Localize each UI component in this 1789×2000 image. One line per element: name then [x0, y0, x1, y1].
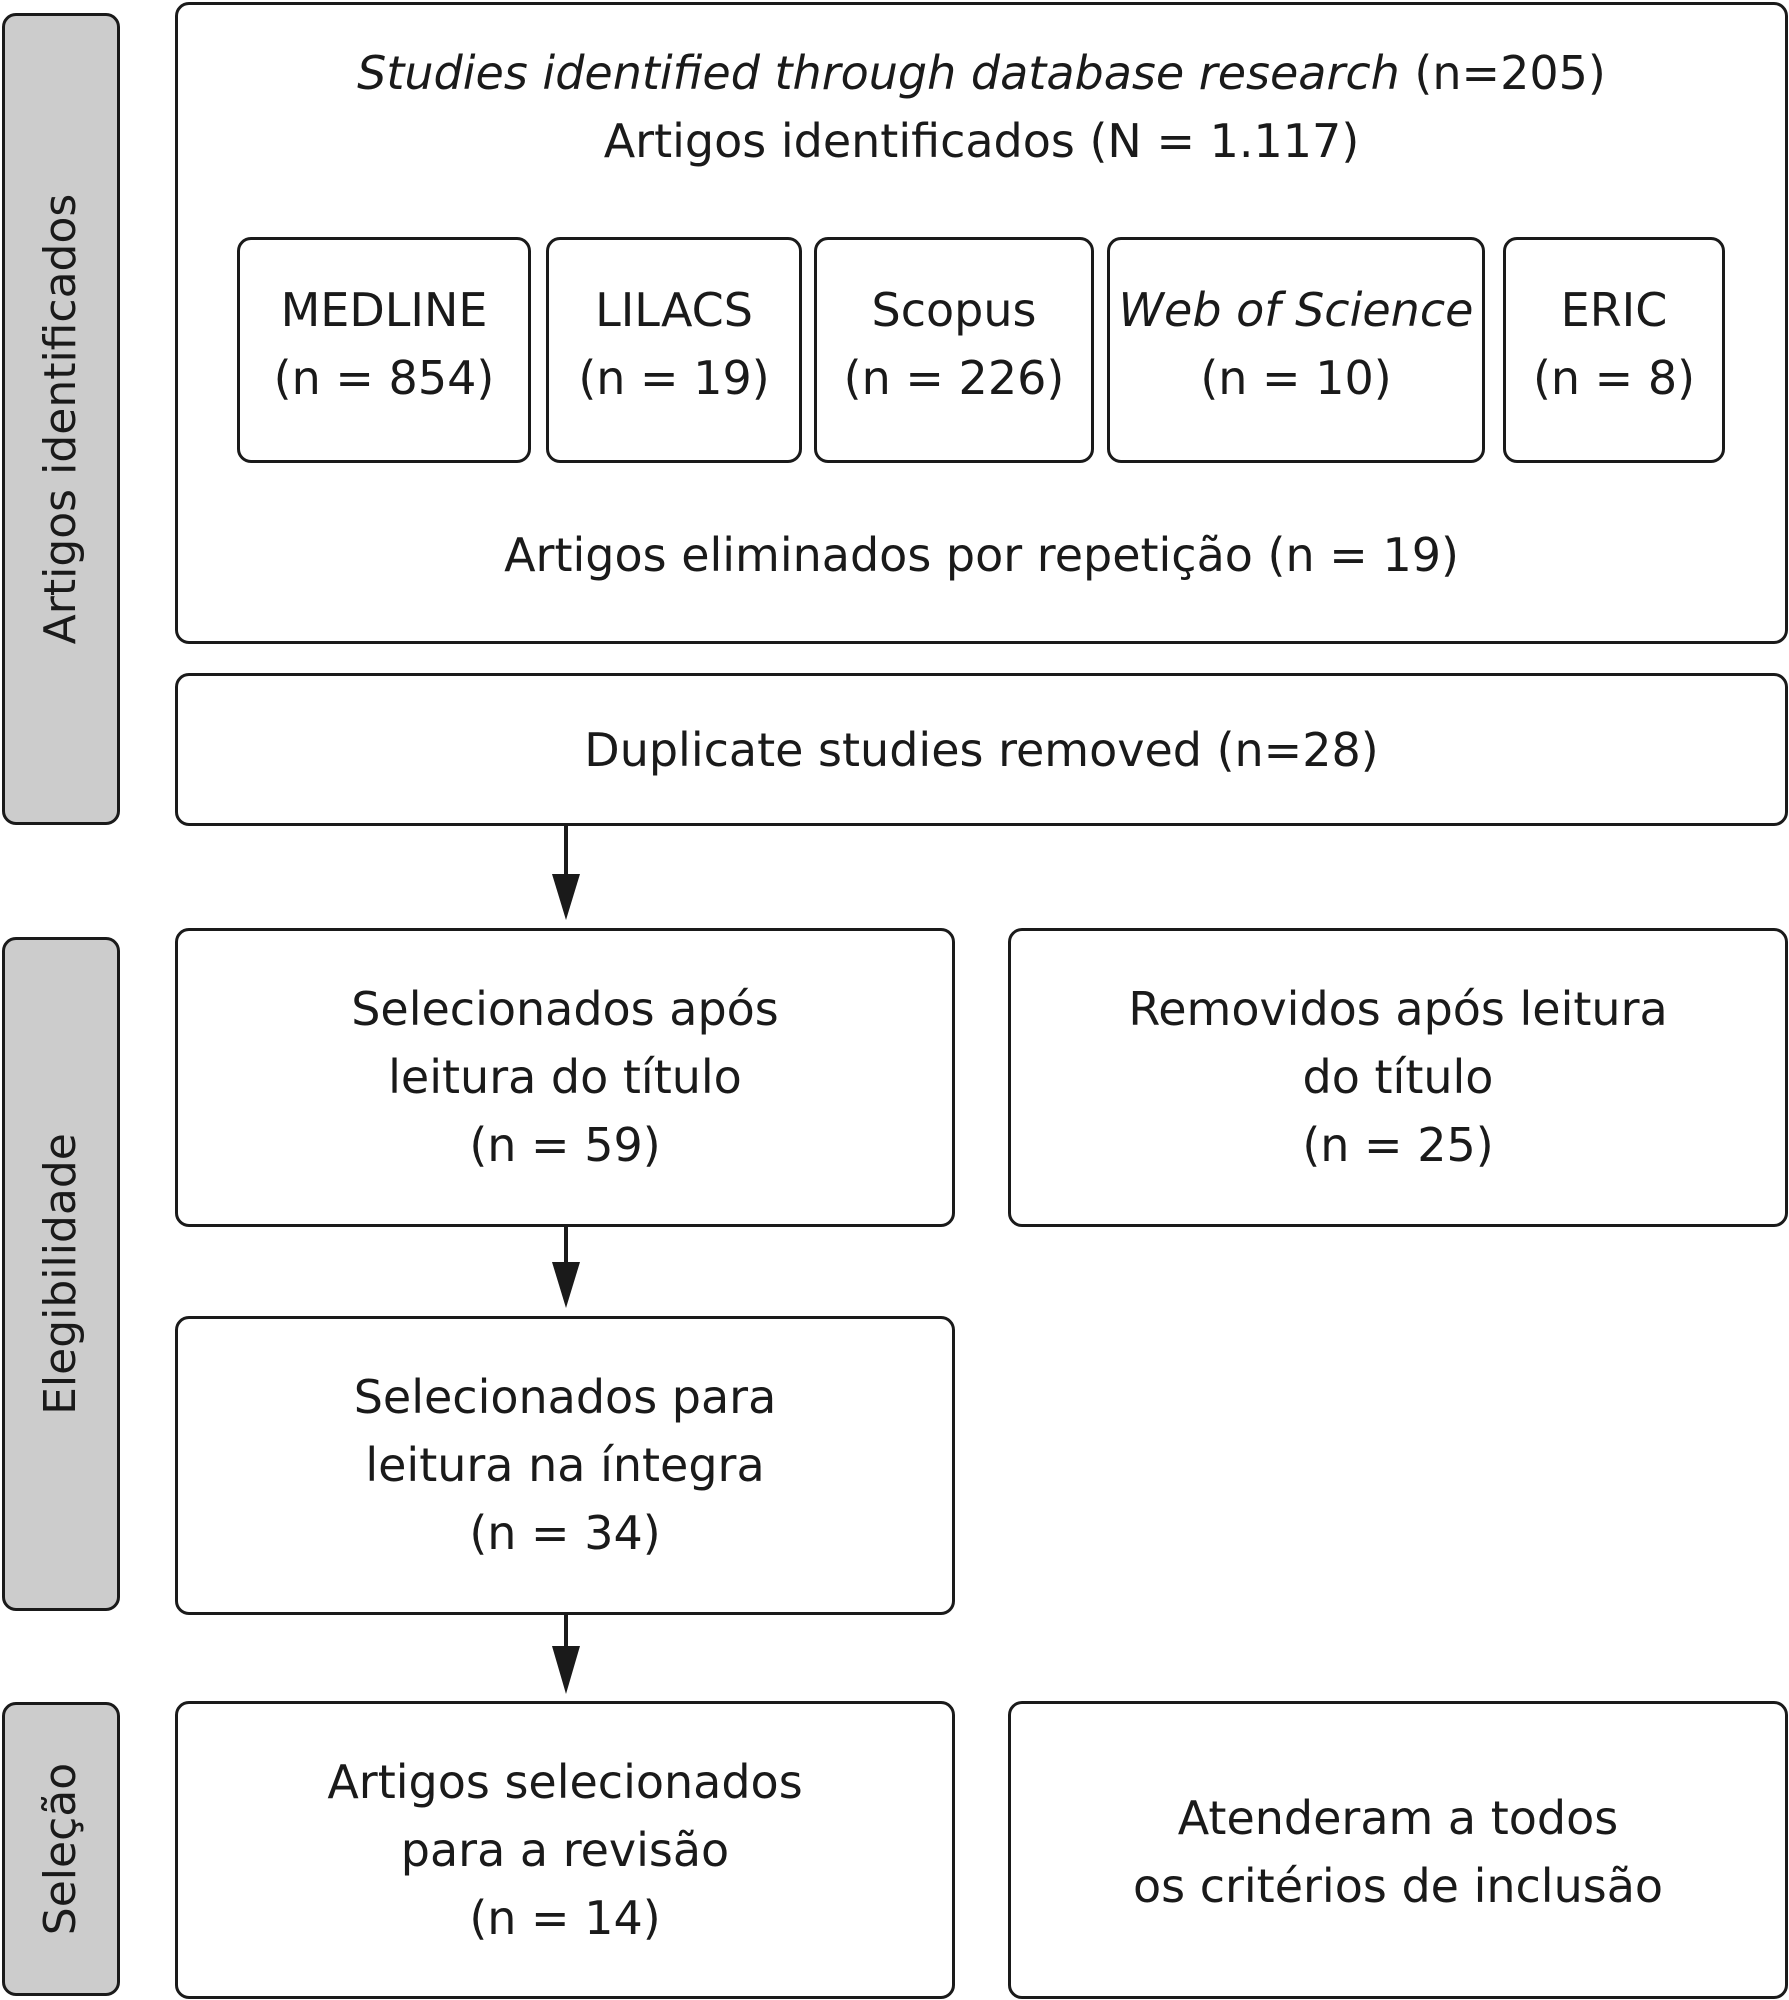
database-medline: MEDLINE (n = 854)	[237, 237, 531, 463]
database-web-of-science: Web of Science (n = 10)	[1107, 237, 1485, 463]
database-count: (n = 854)	[273, 351, 495, 405]
duplicates-removed-text: Duplicate studies removed (n=28)	[584, 723, 1379, 777]
identified-heading-count: (n=205)	[1399, 46, 1606, 100]
selected-full-text-box: Selecionados para leitura na íntegra (n …	[175, 1316, 955, 1615]
database-scopus: Scopus (n = 226)	[814, 237, 1094, 463]
selected-full-text-text: Selecionados para leitura na íntegra (n …	[178, 1363, 952, 1567]
database-lilacs: LILACS (n = 19)	[546, 237, 802, 463]
arrow-duplicates-to-title	[552, 826, 580, 920]
database-count: (n = 10)	[1200, 351, 1392, 405]
selected-full-text-count: (n = 34)	[469, 1506, 661, 1560]
identified-heading: Studies identified through database rese…	[178, 39, 1785, 175]
selected-after-title-line1: Selecionados após	[351, 982, 779, 1036]
selected-after-title-text: Selecionados após leitura do título (n =…	[178, 975, 952, 1179]
selected-for-review-count: (n = 14)	[469, 1891, 661, 1945]
database-count: (n = 19)	[578, 351, 770, 405]
phase-selection-panel: Seleção	[2, 1702, 120, 1996]
met-criteria-text: Atenderam a todos os critérios de inclus…	[1011, 1784, 1785, 1920]
removed-after-title-box: Removidos após leitura do título (n = 25…	[1008, 928, 1788, 1227]
met-criteria-box: Atenderam a todos os critérios de inclus…	[1008, 1701, 1788, 1999]
selected-after-title-count: (n = 59)	[469, 1118, 661, 1172]
selected-for-review-line2: para a revisão	[400, 1823, 730, 1877]
database-name: LILACS	[595, 283, 753, 337]
phase-eligibility-panel: Elegibilidade	[2, 937, 120, 1611]
phase-identification-panel: Artigos identificados	[2, 13, 120, 825]
database-name: Web of Science	[1118, 283, 1474, 337]
removed-after-title-line1: Removidos após leitura	[1128, 982, 1668, 1036]
database-name: ERIC	[1560, 283, 1668, 337]
arrow-fulltext-to-review	[552, 1615, 580, 1694]
selected-for-review-line1: Artigos selecionados	[327, 1755, 803, 1809]
selected-full-text-line1: Selecionados para	[353, 1370, 777, 1424]
database-name: MEDLINE	[280, 283, 488, 337]
selected-for-review-text: Artigos selecionados para a revisão (n =…	[178, 1748, 952, 1952]
duplicates-removed-box: Duplicate studies removed (n=28)	[175, 673, 1788, 826]
removed-after-title-count: (n = 25)	[1302, 1118, 1494, 1172]
selected-after-title-box: Selecionados após leitura do título (n =…	[175, 928, 955, 1227]
database-name: Scopus	[871, 283, 1037, 337]
removed-after-title-text: Removidos após leitura do título (n = 25…	[1011, 975, 1785, 1179]
met-criteria-line2: os critérios de inclusão	[1132, 1859, 1664, 1913]
removed-after-title-line2: do título	[1302, 1050, 1494, 1104]
database-eric: ERIC (n = 8)	[1503, 237, 1725, 463]
eliminated-by-repetition: Artigos eliminados por repetição (n = 19…	[504, 528, 1459, 582]
database-count: (n = 8)	[1532, 351, 1696, 405]
identified-total: Artigos identificados (N = 1.117)	[603, 114, 1360, 168]
selected-for-review-box: Artigos selecionados para a revisão (n =…	[175, 1701, 955, 1999]
selected-full-text-line2: leitura na íntegra	[365, 1438, 765, 1492]
identified-heading-italic: Studies identified through database rese…	[357, 46, 1400, 100]
selected-after-title-line2: leitura do título	[388, 1050, 742, 1104]
met-criteria-line1: Atenderam a todos	[1177, 1791, 1619, 1845]
arrow-title-to-fulltext	[552, 1227, 580, 1308]
database-count: (n = 226)	[843, 351, 1065, 405]
